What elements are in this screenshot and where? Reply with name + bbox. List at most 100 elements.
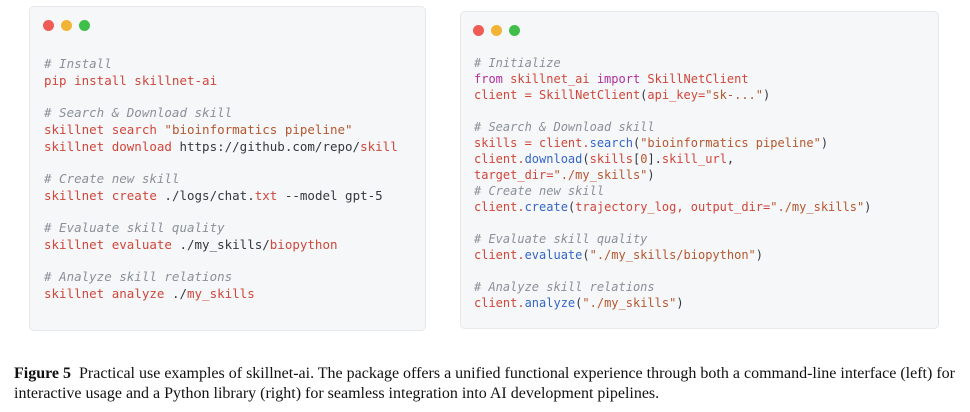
code-line: target_dir="./my_skills"): [474, 167, 871, 183]
code-token-text: ): [647, 168, 655, 182]
code-line: pip install skillnet-ai: [44, 72, 398, 89]
code-token-cmd: skill: [360, 139, 398, 154]
code-line: [44, 89, 398, 104]
code-line: from skillnet_ai import SkillNetClient: [474, 71, 871, 87]
figure-label: Figure 5: [14, 365, 72, 382]
code-token-kw: from: [474, 72, 511, 86]
code-token-comment: # Search & Download skill: [474, 120, 655, 134]
code-token-text: ,: [726, 152, 735, 166]
code-token-kw: import: [596, 72, 648, 86]
code-token-cmd: client.: [474, 248, 525, 262]
code-token-comment: # Create new skill: [44, 171, 180, 186]
code-token-comment: # Create new skill: [474, 184, 605, 198]
cli-code-block: # Install pip install skillnet-ai # Search…: [44, 55, 398, 302]
code-token-text: ./logs/chat.: [164, 188, 255, 203]
code-token-cmd: client = SkillNetClient: [474, 88, 641, 102]
code-line: client = SkillNetClient(api_key="sk-..."…: [474, 87, 871, 103]
code-token-fn: search: [589, 136, 633, 150]
code-line: client.create(trajectory_log, output_dir…: [474, 199, 871, 215]
code-line: [44, 155, 398, 170]
code-token-comment: # Evaluate skill quality: [474, 232, 648, 246]
code-line: # Evaluate skill quality: [474, 231, 871, 247]
code-token-comment: # Analyze skill relations: [44, 269, 233, 284]
code-token-fn: evaluate: [524, 248, 583, 262]
code-line: # Evaluate skill quality: [44, 219, 398, 236]
code-token-fn: download: [524, 152, 583, 166]
code-token-cmd: skillnet_ai: [510, 72, 597, 86]
code-line: skillnet create ./logs/chat.txt --model …: [44, 187, 398, 204]
minimize-dot-icon: [61, 20, 72, 31]
code-token-str: "bioinformatics pipeline": [164, 122, 353, 137]
code-token-fn: create: [524, 200, 568, 214]
code-token-text: ].: [647, 152, 662, 166]
code-token-str: "./my_skills": [770, 200, 865, 214]
code-token-comment: # Search & Download skill: [44, 105, 233, 120]
maximize-dot-icon: [79, 20, 90, 31]
code-line: [44, 204, 398, 219]
code-token-cmd: pip install skillnet-ai: [44, 73, 218, 88]
code-line: skillnet search "bioinformatics pipeline…: [44, 121, 398, 138]
code-token-comment: # Install: [44, 56, 112, 71]
code-token-cmd: my_skills: [187, 286, 255, 301]
code-token-cmd: trajectory_log, output_dir=: [575, 200, 771, 214]
code-token-text: ): [763, 88, 771, 102]
code-line: # Install: [44, 55, 398, 72]
maximize-dot-icon: [509, 25, 520, 36]
code-token-text: [: [632, 152, 641, 166]
code-line: skills = client.search("bioinformatics p…: [474, 135, 871, 151]
code-line: # Create new skill: [44, 170, 398, 187]
code-token-text: ): [820, 136, 829, 150]
code-token-cmd: SkillNetClient: [647, 72, 749, 86]
code-token-text: --model gpt-5: [277, 188, 383, 203]
code-token-text: ): [676, 296, 684, 310]
caption-text: Practical use examples of skillnet-ai. T…: [14, 365, 955, 402]
code-token-cmd: api_key=: [647, 88, 706, 102]
code-token-cmd: skillnet create: [44, 188, 165, 203]
code-token-comment: # Evaluate skill quality: [44, 220, 225, 235]
code-line: client.download(skills[0].skill_url,: [474, 151, 871, 167]
code-token-comment: # Initialize: [474, 56, 561, 70]
code-line: # Initialize: [474, 55, 871, 71]
code-line: [44, 253, 398, 268]
code-token-text: (: [640, 88, 648, 102]
figure-caption: Figure 5 Practical use examples of skill…: [14, 364, 964, 404]
minimize-dot-icon: [491, 25, 502, 36]
code-token-cmd: target_dir=: [474, 168, 554, 182]
code-line: [474, 263, 871, 279]
code-line: # Search & Download skill: [474, 119, 871, 135]
code-line: skillnet download https://github.com/rep…: [44, 138, 398, 155]
cli-code-panel: # Install pip install skillnet-ai # Search…: [29, 6, 426, 331]
code-token-str: "bioinformatics pipeline": [640, 136, 821, 150]
close-dot-icon: [473, 25, 484, 36]
code-token-str: "sk-...": [705, 88, 763, 102]
code-token-text: (: [582, 248, 590, 262]
code-token-str: "./my_skills": [582, 296, 677, 310]
code-line: # Analyze skill relations: [44, 268, 398, 285]
code-token-cmd: client.: [474, 200, 525, 214]
code-token-text: (: [567, 200, 576, 214]
code-line: # Analyze skill relations: [474, 279, 871, 295]
code-token-text: (: [575, 296, 583, 310]
code-token-cmd: client.: [474, 152, 525, 166]
code-token-text: ): [864, 200, 872, 214]
window-controls: [473, 25, 520, 36]
code-token-cmd: skill_url: [661, 152, 727, 166]
code-line: client.analyze("./my_skills"): [474, 295, 871, 311]
code-token-fn: analyze: [524, 296, 576, 310]
code-line: # Search & Download skill: [44, 104, 398, 121]
code-token-cmd: skills: [589, 152, 633, 166]
code-token-text: ./my_skills/: [179, 237, 270, 252]
code-token-cmd: skillnet evaluate: [44, 237, 180, 252]
code-token-text: ): [755, 248, 764, 262]
code-token-cmd: skillnet search: [44, 122, 165, 137]
code-token-cmd: skillnet analyze: [44, 286, 172, 301]
code-line: skillnet evaluate ./my_skills/biopython: [44, 236, 398, 253]
code-token-text: https://github.com/repo/: [179, 139, 361, 154]
code-token-cmd: skillnet download: [44, 139, 180, 154]
code-line: # Create new skill: [474, 183, 871, 199]
code-line: [474, 103, 871, 119]
code-token-cmd: txt: [254, 188, 278, 203]
code-token-text: ./: [171, 286, 187, 301]
